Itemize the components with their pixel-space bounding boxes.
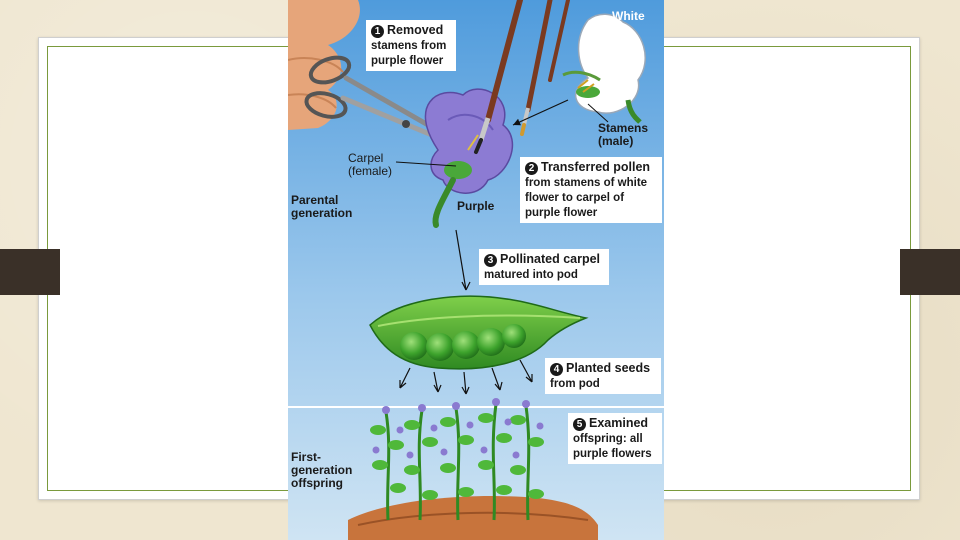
first-label-line1: First- [291,450,321,464]
step-4-number: 4 [550,363,563,376]
carpel-label-line1: Carpel [348,151,383,165]
step-4-body: from pod [550,378,600,390]
parental-label-line2: generation [291,206,352,220]
parental-generation-label: Parental generation [291,194,352,220]
step-3-title: Pollinated carpel [500,252,600,266]
step-2-number: 2 [525,162,538,175]
stamens-label-line2: (male) [598,134,633,148]
step-2-title: Transferred pollen [541,160,650,174]
left-decor-bar [0,249,60,295]
step-5-number: 5 [573,418,586,431]
first-label-line3: offspring [291,476,343,490]
step-1-number: 1 [371,25,384,38]
step-5-title: Examined [589,416,648,430]
step-4-title: Planted seeds [566,361,650,375]
step-3-body: matured into pod [484,269,578,281]
stamens-label-line1: Stamens [598,121,648,135]
parental-label-line1: Parental [291,193,338,207]
purple-label: Purple [457,200,494,213]
step-5-body: offspring: all purple flowers [573,433,652,460]
step-1-body: stamens from purple flower [371,40,446,67]
stamens-label: Stamens (male) [598,122,648,148]
first-generation-label: First- generation offspring [291,451,352,490]
white-label: White [612,10,645,23]
step-2-body: from stamens of white flower to carpel o… [525,177,647,219]
right-decor-bar [900,249,960,295]
carpel-label-line2: (female) [348,164,392,178]
carpel-label: Carpel (female) [348,152,392,178]
step-3-number: 3 [484,254,497,267]
first-label-line2: generation [291,463,352,477]
step-1-title: Removed [387,23,443,37]
